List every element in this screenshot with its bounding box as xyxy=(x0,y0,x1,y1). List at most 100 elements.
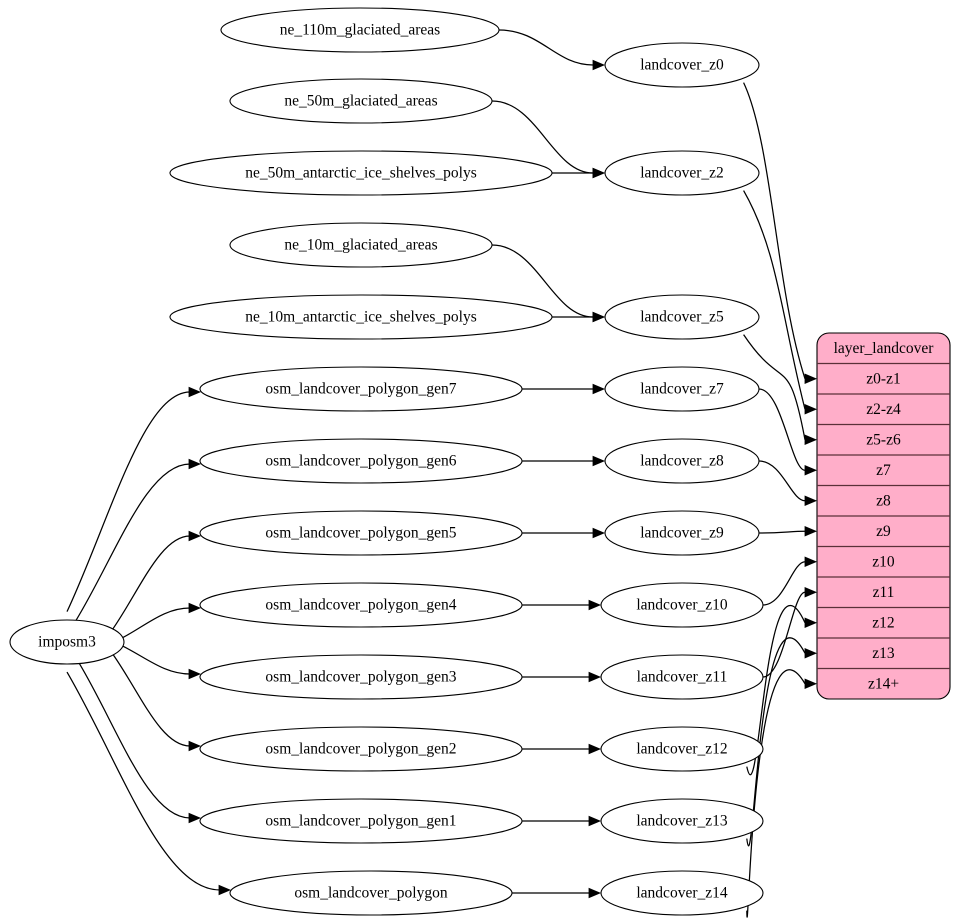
node-osm_landcover_polygon_gen4[interactable]: osm_landcover_polygon_gen4 xyxy=(199,582,523,628)
node-landcover_z9[interactable]: landcover_z9 xyxy=(604,510,760,556)
arrow-head xyxy=(592,59,606,71)
table-row-z14+[interactable]: z14+ xyxy=(868,675,899,692)
node-landcover_z11[interactable]: landcover_z11 xyxy=(600,654,764,700)
arrow-head xyxy=(588,599,602,611)
node-landcover_z12[interactable]: landcover_z12 xyxy=(600,726,764,772)
edge xyxy=(743,334,806,440)
node-landcover_z7[interactable]: landcover_z7 xyxy=(604,366,760,412)
table-row-z7[interactable]: z7 xyxy=(876,462,891,479)
arrow-head xyxy=(804,526,818,537)
node-ellipse xyxy=(199,582,523,628)
node-osm_landcover_polygon_gen5[interactable]: osm_landcover_polygon_gen5 xyxy=(199,510,523,556)
node-landcover_z14[interactable]: landcover_z14 xyxy=(600,870,764,916)
node-ne_50m_glaciated_areas[interactable]: ne_50m_glaciated_areas xyxy=(229,78,493,124)
edge xyxy=(491,244,594,318)
node-ellipse xyxy=(604,366,760,412)
node-label: landcover_z9 xyxy=(640,525,724,542)
arrow-head xyxy=(588,887,602,899)
table-row-z13[interactable]: z13 xyxy=(872,645,895,662)
arrow-head xyxy=(588,815,602,827)
node-osm_landcover_polygon_gen1[interactable]: osm_landcover_polygon_gen1 xyxy=(199,798,523,844)
node-imposm3[interactable]: imposm3 xyxy=(9,619,125,665)
node-label: landcover_z13 xyxy=(636,813,727,830)
arrow-head xyxy=(592,455,606,467)
node-osm_landcover_polygon_gen6[interactable]: osm_landcover_polygon_gen6 xyxy=(199,438,523,484)
edge xyxy=(746,637,806,847)
node-osm_landcover_polygon_gen3[interactable]: osm_landcover_polygon_gen3 xyxy=(199,654,523,700)
node-ellipse xyxy=(600,798,764,844)
node-osm_landcover_polygon_gen7[interactable]: osm_landcover_polygon_gen7 xyxy=(199,366,523,412)
layer-landcover-table[interactable]: layer_landcover z0-z1 z2-z4 z5-z6 z7 z8 z9 z10 z… xyxy=(816,332,951,700)
node-ne_10m_glaciated_areas[interactable]: ne_10m_glaciated_areas xyxy=(229,222,493,268)
arrow-head xyxy=(804,404,818,415)
node-landcover_z13[interactable]: landcover_z13 xyxy=(600,798,764,844)
node-ellipse xyxy=(600,654,764,700)
arrow-head xyxy=(804,465,818,476)
node-landcover_z2[interactable]: landcover_z2 xyxy=(604,150,760,196)
table-row-z5-z6[interactable]: z5-z6 xyxy=(866,431,901,448)
node-ellipse xyxy=(600,726,764,772)
edge xyxy=(758,460,806,502)
table-row-z8[interactable]: z8 xyxy=(876,492,891,509)
table-group[interactable]: layer_landcover z0-z1 z2-z4 z5-z6 z7 z8 z9 z10 z… xyxy=(816,332,951,700)
arrow-head xyxy=(188,458,202,470)
table-row-z11[interactable]: z11 xyxy=(873,584,895,601)
table-row-z2-z4[interactable]: z2-z4 xyxy=(866,401,901,418)
arrow-head xyxy=(188,740,202,752)
node-ellipse xyxy=(604,150,760,196)
node-label: osm_landcover_polygon xyxy=(294,885,448,902)
arrow-head xyxy=(804,617,818,628)
arrow-head xyxy=(804,648,818,659)
node-label: osm_landcover_polygon_gen3 xyxy=(265,669,456,686)
node-osm_landcover_polygon_gen2[interactable]: osm_landcover_polygon_gen2 xyxy=(199,726,523,772)
node-label: ne_50m_glaciated_areas xyxy=(284,93,437,110)
node-osm_landcover_polygon[interactable]: osm_landcover_polygon xyxy=(229,870,513,916)
node-ellipse xyxy=(9,619,125,665)
arrow-head xyxy=(804,373,818,384)
table-header-label: layer_landcover xyxy=(834,340,935,357)
arrow-head xyxy=(218,884,232,896)
node-label: osm_landcover_polygon_gen5 xyxy=(265,525,456,542)
node-label: landcover_z14 xyxy=(636,885,727,902)
edge xyxy=(66,671,221,891)
node-ellipse xyxy=(169,294,553,340)
arrow-head xyxy=(804,678,818,689)
node-landcover_z10[interactable]: landcover_z10 xyxy=(600,582,764,628)
edge xyxy=(78,663,191,819)
node-ellipse xyxy=(199,438,523,484)
node-ne_110m_glaciated_areas[interactable]: ne_110m_glaciated_areas xyxy=(220,7,500,53)
edge xyxy=(112,654,191,747)
arrow-head xyxy=(592,311,606,323)
node-label: landcover_z5 xyxy=(640,309,724,326)
node-ne_50m_antarctic_ice_shelves_polys[interactable]: ne_50m_antarctic_ice_shelves_polys xyxy=(169,150,553,196)
arrow-head xyxy=(592,527,606,539)
node-label: ne_10m_glaciated_areas xyxy=(284,237,437,254)
node-ellipse xyxy=(604,510,760,556)
table-row-z10[interactable]: z10 xyxy=(872,553,895,570)
arrow-head xyxy=(188,602,202,614)
node-ellipse xyxy=(600,870,764,916)
edge xyxy=(112,535,191,630)
edge xyxy=(122,645,191,675)
node-label: osm_landcover_polygon_gen2 xyxy=(265,741,456,758)
node-label: osm_landcover_polygon_gen4 xyxy=(265,597,456,614)
node-landcover_z8[interactable]: landcover_z8 xyxy=(604,438,760,484)
node-label: landcover_z0 xyxy=(640,57,724,74)
node-label: osm_landcover_polygon_gen6 xyxy=(265,453,456,470)
node-label: osm_landcover_polygon_gen7 xyxy=(265,381,456,398)
table-row-z12[interactable]: z12 xyxy=(872,614,894,631)
edges-group xyxy=(66,29,818,918)
arrow-head xyxy=(592,167,606,179)
edge xyxy=(743,190,806,410)
node-landcover_z0[interactable]: landcover_z0 xyxy=(604,42,760,88)
node-ne_10m_antarctic_ice_shelves_polys[interactable]: ne_10m_antarctic_ice_shelves_polys xyxy=(169,294,553,340)
edge xyxy=(743,82,806,379)
node-landcover_z5[interactable]: landcover_z5 xyxy=(604,294,760,340)
edge xyxy=(762,591,806,678)
arrow-head xyxy=(588,743,602,755)
table-row-z9[interactable]: z9 xyxy=(876,523,891,540)
arrow-head xyxy=(188,386,202,398)
table-row-z0-z1[interactable]: z0-z1 xyxy=(866,370,900,387)
node-ellipse xyxy=(199,798,523,844)
